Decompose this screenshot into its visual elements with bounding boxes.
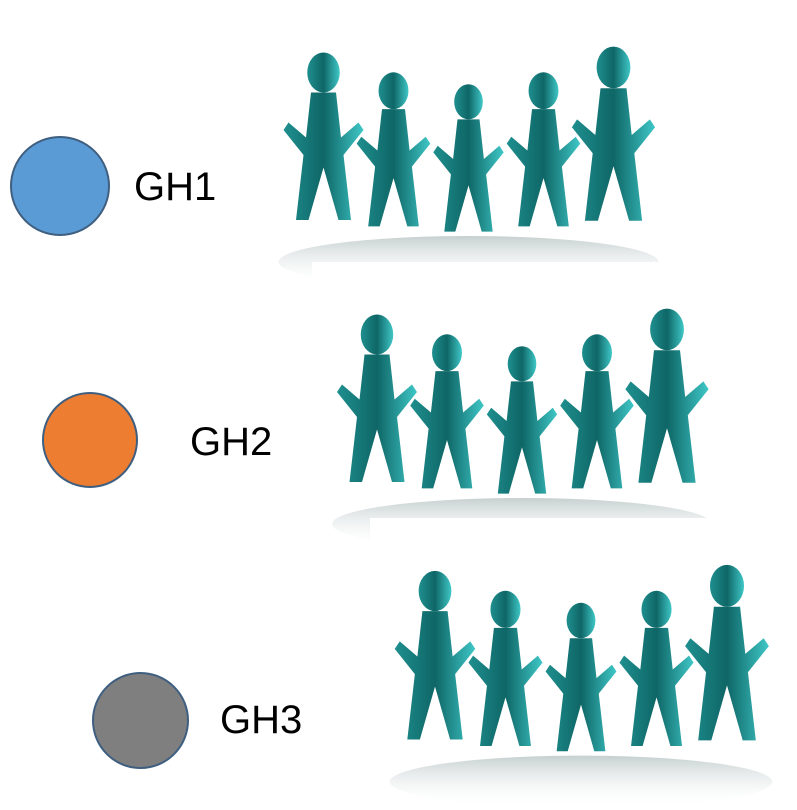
group-color-dot <box>42 392 138 488</box>
group-label: GH1 <box>134 165 217 209</box>
group-label: GH3 <box>220 698 303 742</box>
group-color-dot <box>10 136 110 236</box>
people-chain-icon <box>312 262 732 552</box>
people-chain-icon <box>265 0 672 290</box>
people-chain-icon <box>370 518 792 810</box>
group-label: GH2 <box>190 420 273 464</box>
group-color-dot <box>92 672 189 769</box>
